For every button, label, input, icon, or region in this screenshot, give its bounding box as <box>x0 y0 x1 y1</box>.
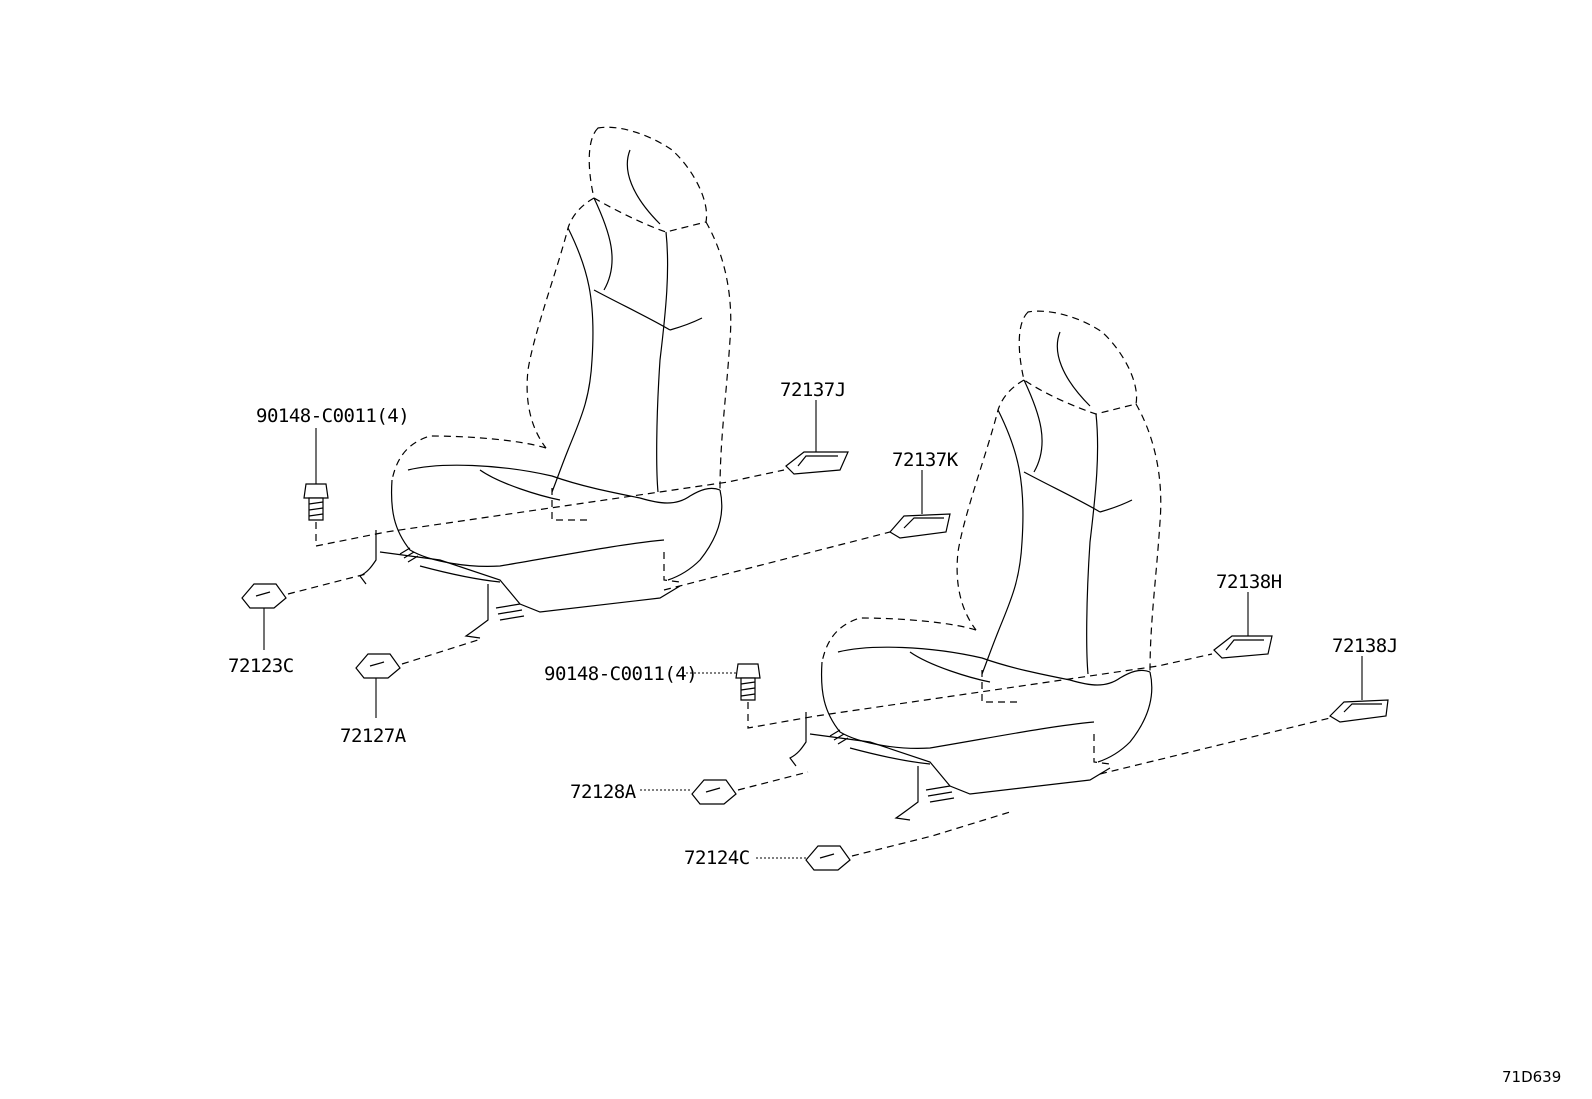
label-90148-c0011-left: 90148-C0011(4) <box>256 405 409 427</box>
bolt-icon <box>303 483 329 521</box>
bolt-icon <box>735 663 761 701</box>
label-72128a: 72128A <box>570 781 637 803</box>
label-72123c: 72123C <box>228 655 294 677</box>
clip-72128a-icon <box>691 779 737 805</box>
label-72127a: 72127A <box>340 725 407 747</box>
cover-72137k-icon <box>889 513 951 539</box>
clip-72127a-icon <box>355 653 401 679</box>
cover-72137j-icon <box>785 451 849 475</box>
cover-72138h-icon <box>1213 635 1273 659</box>
label-72137k: 72137K <box>892 449 959 471</box>
clip-72123c-icon <box>241 583 287 609</box>
label-72137j: 72137J <box>780 379 846 401</box>
clip-72124c-icon <box>805 845 851 871</box>
cover-72138j-icon <box>1329 699 1389 723</box>
label-72138h: 72138H <box>1216 571 1282 593</box>
right-seat-outline <box>789 310 1162 821</box>
label-72124c: 72124C <box>684 847 750 869</box>
label-90148-c0011-right: 90148-C0011(4) <box>544 663 697 685</box>
label-72138j: 72138J <box>1332 635 1398 657</box>
left-seat-outline <box>359 126 732 639</box>
diagram-id: 71D639 <box>1502 1068 1561 1086</box>
